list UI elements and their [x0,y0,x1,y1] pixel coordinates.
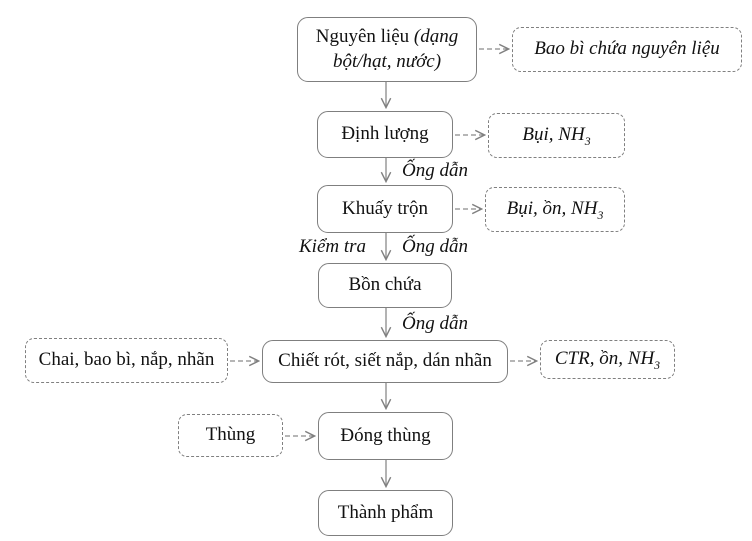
node-dosing-label: Định lượng [341,123,429,145]
edge-label-pipe3: Ống dẫn [402,313,468,334]
node-filling-label: Chiết rót, siết nắp, dán nhãn [278,350,492,372]
node-raw-material: Nguyên liệu (dạng bột/hạt, nước) [297,17,477,82]
node-tank: Bồn chứa [318,263,452,308]
node-finished-label: Thành phẩm [337,501,434,523]
node-tank-label: Bồn chứa [348,274,422,296]
node-output-dust-noise-nh3-label: Bụi, ồn, NH3 [506,198,604,222]
node-input-carton-label: Thùng [205,424,256,446]
node-mixing-label: Khuấy trộn [341,197,428,219]
node-filling: Chiết rót, siết nắp, dán nhãn [262,340,508,383]
node-output-raw-packaging-label: Bao bì chứa nguyên liệu [534,38,720,60]
node-boxing-label: Đóng thùng [340,424,431,446]
node-output-ctr-noise-nh3-label: CTR, ồn, NH3 [554,348,661,372]
edge-label-inspect: Kiểm tra [299,236,367,257]
node-output-dust-noise-nh3: Bụi, ồn, NH3 [485,187,625,232]
node-input-carton: Thùng [178,414,283,457]
node-dosing: Định lượng [317,111,453,158]
node-mixing: Khuấy trộn [317,185,453,233]
node-boxing: Đóng thùng [318,412,453,460]
edge-label-pipe1: Ống dẫn [402,160,468,181]
node-finished: Thành phẩm [318,490,453,536]
edge-label-pipe2: Ống dẫn [402,236,468,257]
node-output-dust-nh3: Bụi, NH3 [488,113,625,158]
node-output-ctr-noise-nh3: CTR, ồn, NH3 [540,340,675,379]
node-output-dust-nh3-label: Bụi, NH3 [522,124,591,148]
node-raw-material-label: Nguyên liệu (dạng bột/hạt, nước) [315,25,459,72]
node-input-bottle-packaging: Chai, bao bì, nắp, nhãn [25,338,228,383]
node-output-raw-packaging: Bao bì chứa nguyên liệu [512,27,742,72]
node-input-bottle-packaging-label: Chai, bao bì, nắp, nhãn [38,349,215,371]
